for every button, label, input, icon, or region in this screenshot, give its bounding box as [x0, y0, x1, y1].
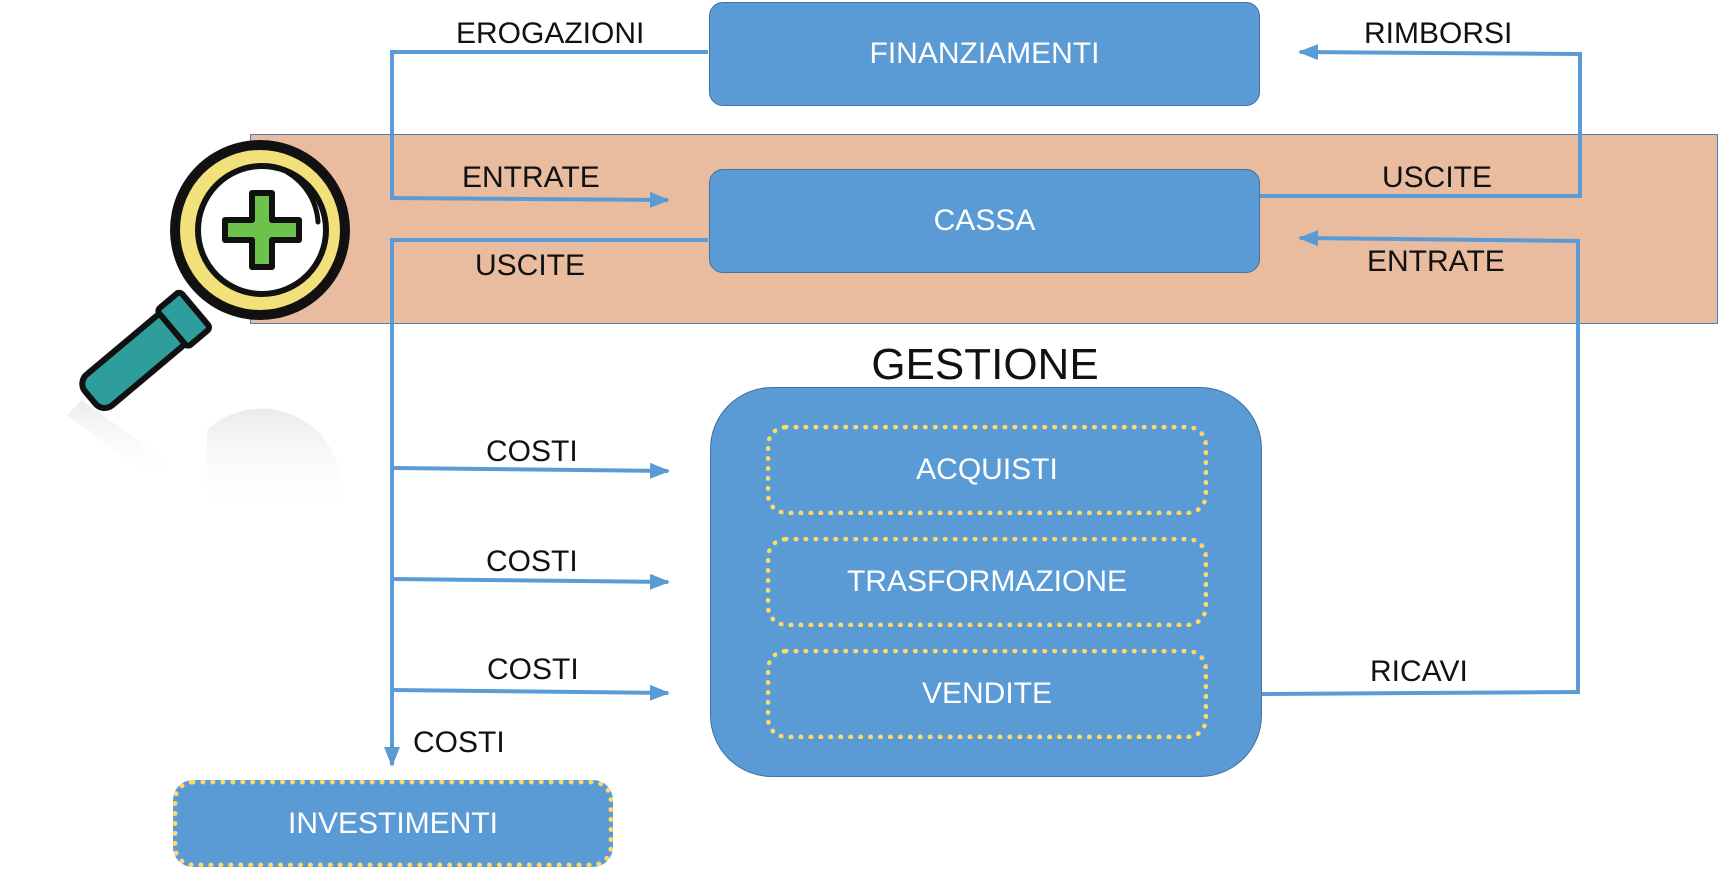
- erogazioni-label: EROGAZIONI: [456, 17, 645, 50]
- trasformazione-box: TRASFORMAZIONE: [766, 537, 1208, 627]
- uscite-trunk-arrow: [384, 238, 708, 767]
- rimborsi-arrow: [1260, 44, 1582, 198]
- costi-vendite-arrow: [391, 684, 670, 701]
- uscite-left-label: USCITE: [475, 249, 586, 282]
- ricavi-arrow: [1261, 230, 1580, 696]
- costi-vendite-label: COSTI: [487, 653, 579, 686]
- entrate-left-label: ENTRATE: [462, 161, 600, 194]
- costi-trasformazione-label: COSTI: [486, 545, 578, 578]
- costi-acquisti-arrow: [391, 462, 670, 479]
- investimenti-box: INVESTIMENTI: [173, 780, 613, 867]
- cassa-box: CASSA: [709, 169, 1260, 273]
- vendite-box: VENDITE: [766, 649, 1208, 739]
- rimborsi-label: RIMBORSI: [1364, 17, 1513, 50]
- magnifier-plus-icon: [52, 130, 362, 535]
- entrate-right-label: ENTRATE: [1367, 245, 1505, 278]
- acquisti-box: ACQUISTI: [766, 425, 1208, 515]
- erogazioni-arrow: [390, 50, 708, 208]
- ricavi-label: RICAVI: [1370, 655, 1468, 688]
- costi-investimenti-label: COSTI: [413, 726, 505, 759]
- uscite-right-label: USCITE: [1382, 161, 1493, 194]
- finanziamenti-box: FINANZIAMENTI: [709, 2, 1260, 106]
- costi-trasformazione-arrow: [391, 573, 670, 590]
- costi-acquisti-label: COSTI: [486, 435, 578, 468]
- gestione-title: GESTIONE: [871, 340, 1099, 389]
